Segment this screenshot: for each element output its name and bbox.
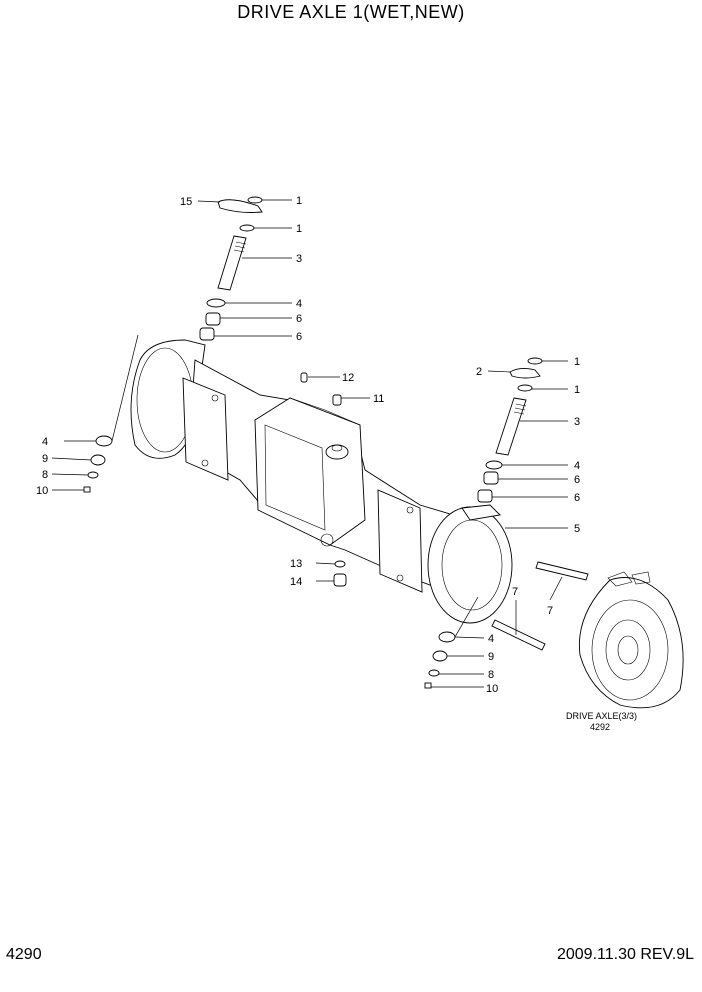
label-9: 9 bbox=[488, 651, 494, 663]
label-7: 7 bbox=[512, 586, 518, 598]
label-10: 10 bbox=[486, 683, 498, 695]
label-4: 4 bbox=[42, 436, 48, 448]
right-kingpin-stack bbox=[477, 357, 543, 503]
label-9: 9 bbox=[42, 453, 48, 465]
drive-axle-hub-reference bbox=[578, 571, 684, 709]
label-15: 15 bbox=[180, 196, 192, 208]
label-6: 6 bbox=[574, 492, 580, 504]
label-10: 10 bbox=[36, 485, 48, 497]
label-6: 6 bbox=[574, 474, 580, 486]
part-labels: 15 1 1 3 4 6 6 12 11 4 9 8 10 2 1 1 3 4 … bbox=[36, 195, 580, 695]
label-5: 5 bbox=[574, 523, 580, 535]
label-13: 13 bbox=[290, 558, 302, 570]
label-1: 1 bbox=[574, 356, 580, 368]
reference-page: 4292 bbox=[590, 722, 610, 732]
axle-housing bbox=[130, 339, 513, 624]
label-8: 8 bbox=[488, 669, 494, 681]
label-1: 1 bbox=[296, 223, 302, 235]
left-kingpin-stack bbox=[199, 196, 263, 341]
label-8: 8 bbox=[42, 469, 48, 481]
date-revision: 2009.11.30 REV.9L bbox=[556, 946, 694, 963]
label-4: 4 bbox=[296, 298, 302, 310]
pins bbox=[491, 561, 589, 651]
label-4: 4 bbox=[574, 460, 580, 472]
page-title: DRIVE AXLE 1(WET,NEW) bbox=[237, 2, 465, 22]
label-14: 14 bbox=[290, 576, 302, 588]
left-lower-stack bbox=[83, 435, 113, 493]
label-4: 4 bbox=[488, 633, 494, 645]
label-7: 7 bbox=[547, 605, 553, 617]
label-2: 2 bbox=[476, 366, 482, 378]
label-3: 3 bbox=[574, 416, 580, 428]
page-number: 4290 bbox=[6, 946, 42, 963]
right-lower-stack bbox=[424, 631, 456, 689]
label-3: 3 bbox=[296, 253, 302, 265]
label-6: 6 bbox=[296, 313, 302, 325]
reference-name: DRIVE AXLE(3/3) bbox=[566, 711, 637, 721]
label-12: 12 bbox=[342, 372, 354, 384]
label-1: 1 bbox=[296, 195, 302, 207]
label-11: 11 bbox=[373, 393, 384, 405]
label-6: 6 bbox=[296, 331, 302, 343]
center-small-parts bbox=[300, 372, 347, 587]
leader-lines bbox=[51, 199, 568, 688]
label-1: 1 bbox=[574, 384, 580, 396]
